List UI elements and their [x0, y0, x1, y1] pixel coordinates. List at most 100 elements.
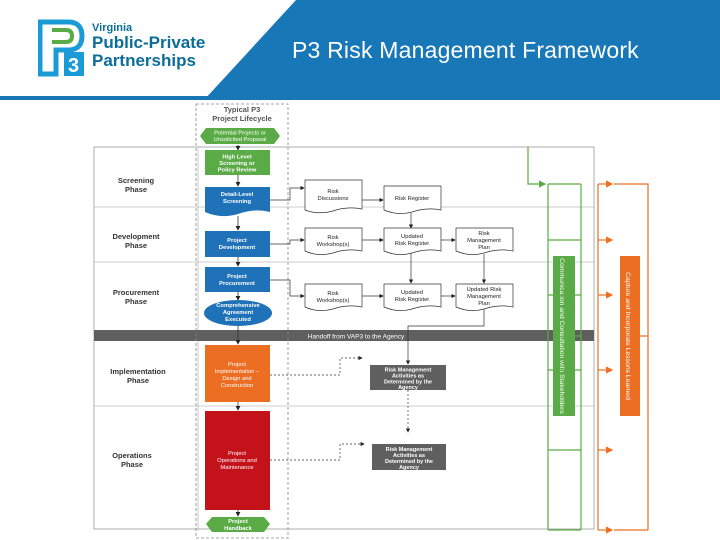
phase-procurement-line2: Phase [125, 297, 147, 306]
screen-disc-line2: Discussions [318, 196, 349, 202]
project-development-line1: Project [227, 238, 247, 244]
screen-disc-line1: Risk [327, 189, 338, 195]
dev-risk-workshops [304, 227, 363, 255]
proc-plan-line2: Management [467, 294, 501, 300]
high-level-line1: High Level [222, 155, 252, 161]
high-level-line3: Policy Review [218, 168, 257, 174]
dev-updated-register [383, 227, 442, 255]
project-procurement-line1: Project [227, 274, 247, 280]
lifecycle-end-line1: Project [228, 519, 248, 525]
operations-line1: Project [228, 451, 246, 457]
dev-ws-line2: Workshop(s) [317, 242, 350, 248]
screen-risk-register [383, 185, 442, 214]
phase-operations-line1: Operations [112, 451, 152, 460]
proc-management-plan [455, 283, 514, 311]
high-level-screening-box [205, 150, 270, 175]
operations-line3: Maintenance [220, 465, 253, 471]
phase-procurement-line1: Procurement [113, 288, 160, 297]
risk-connectors [270, 185, 487, 461]
lessons-group: Capture and Incorporate Lessons Learned [597, 180, 649, 534]
phase-screening-line2: Phase [125, 185, 147, 194]
screen-risk-discussions [304, 179, 363, 214]
header-banner [0, 0, 720, 100]
implementation-line2: Implementation – [215, 369, 260, 375]
agreement-line1: Comprehensive [216, 303, 260, 309]
lifecycle-end-shape [206, 517, 270, 532]
dev-ws-line1: Risk [327, 235, 338, 241]
high-level-line2: Screening or [219, 161, 255, 167]
handoff-band [94, 330, 594, 341]
banner-title: P3 Risk Management Framework [292, 37, 639, 63]
proc-ws-line1: Risk [327, 291, 338, 297]
banner-shape [204, 0, 720, 100]
risk-framework-diagram: Handoff from VAP3 to the Agency Typical … [93, 103, 649, 539]
impl-act-line2: Activities as [392, 374, 424, 380]
communication-bar [553, 256, 575, 416]
ops-act-line4: Agency [399, 465, 420, 471]
dev-plan-line3: Plan [478, 245, 490, 251]
header: P3 Risk Management Framework 3 Virginia … [0, 0, 720, 100]
dev-reg-line1: Updated [401, 234, 423, 240]
implementation-line4: Construction [221, 383, 254, 389]
lifecycle-title-line2: Project Lifecycle [212, 114, 272, 123]
risk-items: Risk Discussions Risk Register Risk Work… [304, 179, 514, 471]
communication-group: Communication and Consultation with Stak… [527, 147, 582, 531]
proc-plan-line3: Plan [478, 301, 490, 307]
proc-updated-register [383, 283, 442, 311]
logo-text: Virginia Public-Private Partnerships [92, 22, 205, 70]
project-procurement-line2: Procurement [219, 281, 255, 287]
handoff-label: Handoff from VAP3 to the Agency [308, 334, 405, 341]
p3-logo-icon: 3 [38, 19, 85, 77]
communication-label: Communication and Consultation with Stak… [558, 258, 565, 414]
ops-act-line3: Determined by the [385, 459, 433, 465]
phase-screening-line1: Screening [118, 176, 155, 185]
dev-reg-line2: Risk Register [395, 241, 430, 247]
project-development-box [205, 231, 270, 257]
agreement-line2: Agreement [223, 310, 253, 316]
proc-plan-line1: Updated Risk [467, 287, 502, 293]
impl-risk-activities [370, 365, 446, 390]
phase-implementation-line2: Phase [127, 376, 149, 385]
implementation-box [205, 345, 270, 402]
operations-box [205, 411, 270, 510]
proc-risk-workshops [304, 283, 363, 311]
phase-labels: Screening Phase Development Phase Procur… [110, 176, 166, 469]
lifecycle-start-shape [200, 128, 280, 144]
implementation-line3: Design and [222, 376, 251, 382]
ops-act-line1: Risk Management [386, 447, 433, 453]
svg-text:3: 3 [68, 55, 79, 77]
lessons-bar [620, 256, 640, 416]
project-procurement-box [205, 267, 270, 292]
impl-act-line1: Risk Management [385, 368, 432, 374]
impl-act-line3: Determined by the [384, 380, 432, 386]
project-development-line2: Development [219, 245, 255, 251]
phase-implementation-line1: Implementation [110, 367, 166, 376]
dev-plan-line1: Risk [478, 231, 489, 237]
banner-underline [0, 96, 720, 100]
detail-screening-line2: Screening [223, 199, 251, 205]
lifecycle-start-line2: Unsolicited Proposal [214, 137, 267, 143]
lessons-label: Capture and Incorporate Lessons Learned [624, 272, 631, 400]
dev-plan-line2: Management [467, 238, 501, 244]
agreement-line3: Executed [225, 317, 251, 323]
detail-screening-line1: Detail-Level [221, 192, 254, 198]
implementation-line1: Project [228, 362, 246, 368]
logo-line-public-private: Public-Private [92, 33, 206, 52]
phase-development-line2: Phase [125, 241, 147, 250]
logo-line-partnerships: Partnerships [92, 51, 196, 70]
phase-development-line1: Development [112, 232, 160, 241]
agreement-oval [204, 300, 272, 326]
detail-screening-shape [205, 187, 270, 217]
lifecycle-start-line1: Potential Projects or [214, 131, 266, 137]
lifecycle-end-line2: Handback [224, 526, 252, 532]
dev-management-plan [455, 227, 514, 255]
lifecycle-title-line1: Typical P3 [224, 105, 261, 114]
lifecycle-column [195, 103, 289, 539]
phase-operations-line2: Phase [121, 460, 143, 469]
operations-line2: Operations and [217, 458, 257, 464]
logo-line-virginia: Virginia [92, 22, 133, 34]
screen-reg-line1: Risk Register [395, 196, 430, 202]
proc-ws-line2: Workshop(s) [317, 298, 350, 304]
impl-act-line4: Agency [398, 385, 419, 391]
ops-risk-activities [372, 444, 446, 470]
